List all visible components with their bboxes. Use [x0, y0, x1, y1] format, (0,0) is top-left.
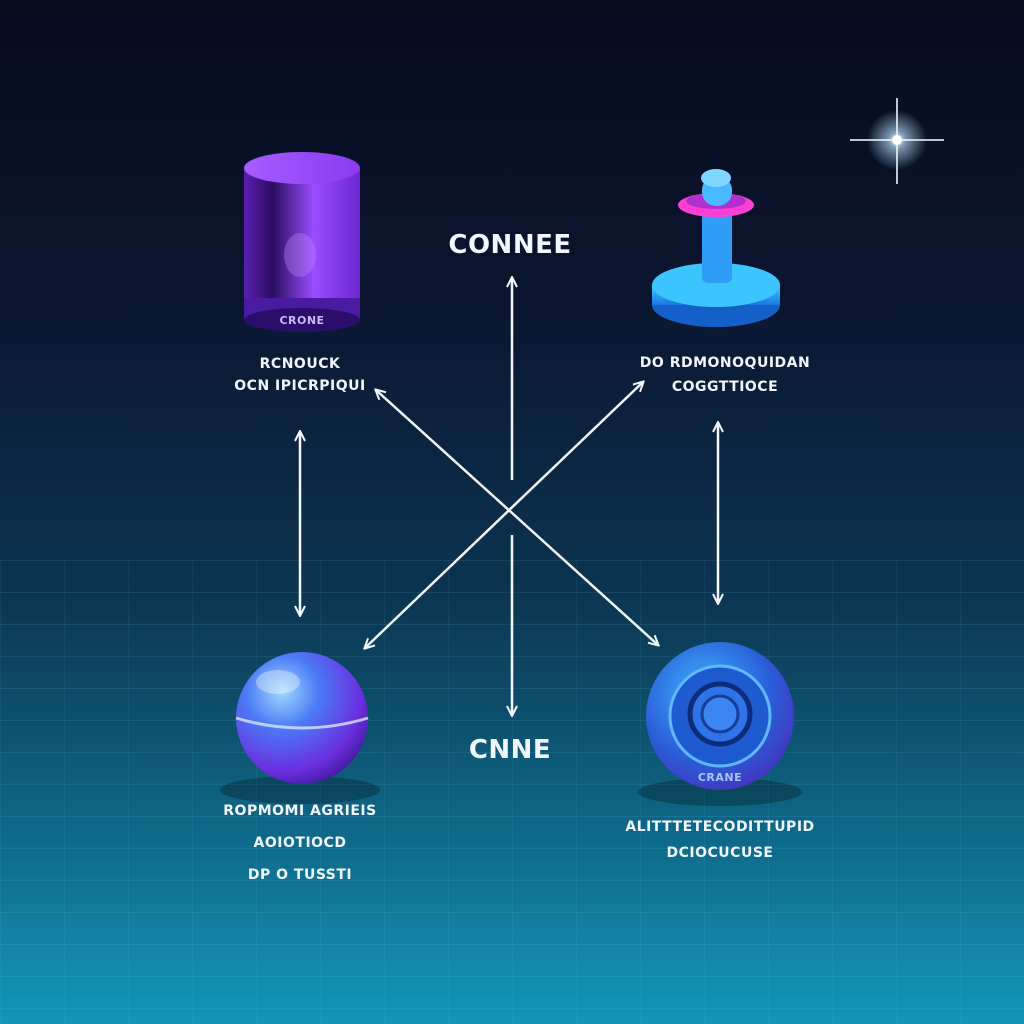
arrow-diagonal-tl-br [376, 390, 658, 645]
cylinder-database-icon [244, 152, 360, 332]
cylinder-badge: CRONE [279, 314, 325, 327]
dial-label-line2: DCIOCUCUSE [666, 845, 774, 861]
sphere-label-line3: DP O TUSSTI [247, 867, 353, 883]
pin-label-line1: DO RDMONOQUIDAN [639, 355, 811, 371]
sphere-label-line1: ROPMOMI AGRIEIS [223, 803, 377, 819]
pin-joystick-icon [652, 169, 780, 327]
center-top-label: CONNEE [448, 230, 572, 260]
star-sparkle-icon [850, 98, 944, 184]
center-bottom-label: CNNE [468, 735, 552, 765]
sphere-label-line2: AOIOTIOCD [253, 835, 347, 851]
sphere-icon [220, 652, 380, 804]
cylinder-label-line1: RCNOUCK [259, 356, 341, 372]
pin-label-line2: COGGTTIOCE [671, 379, 779, 395]
cylinder-label-line2: OCN IPICRPIQUI [234, 378, 366, 394]
connector-arrows [300, 278, 718, 715]
dial-badge: CRANE [697, 771, 743, 784]
dial-disc-icon [638, 642, 802, 806]
dial-label-line1: ALITTTETECODITTUPID [625, 819, 815, 835]
arrow-diagonal-tr-bl [365, 382, 643, 648]
